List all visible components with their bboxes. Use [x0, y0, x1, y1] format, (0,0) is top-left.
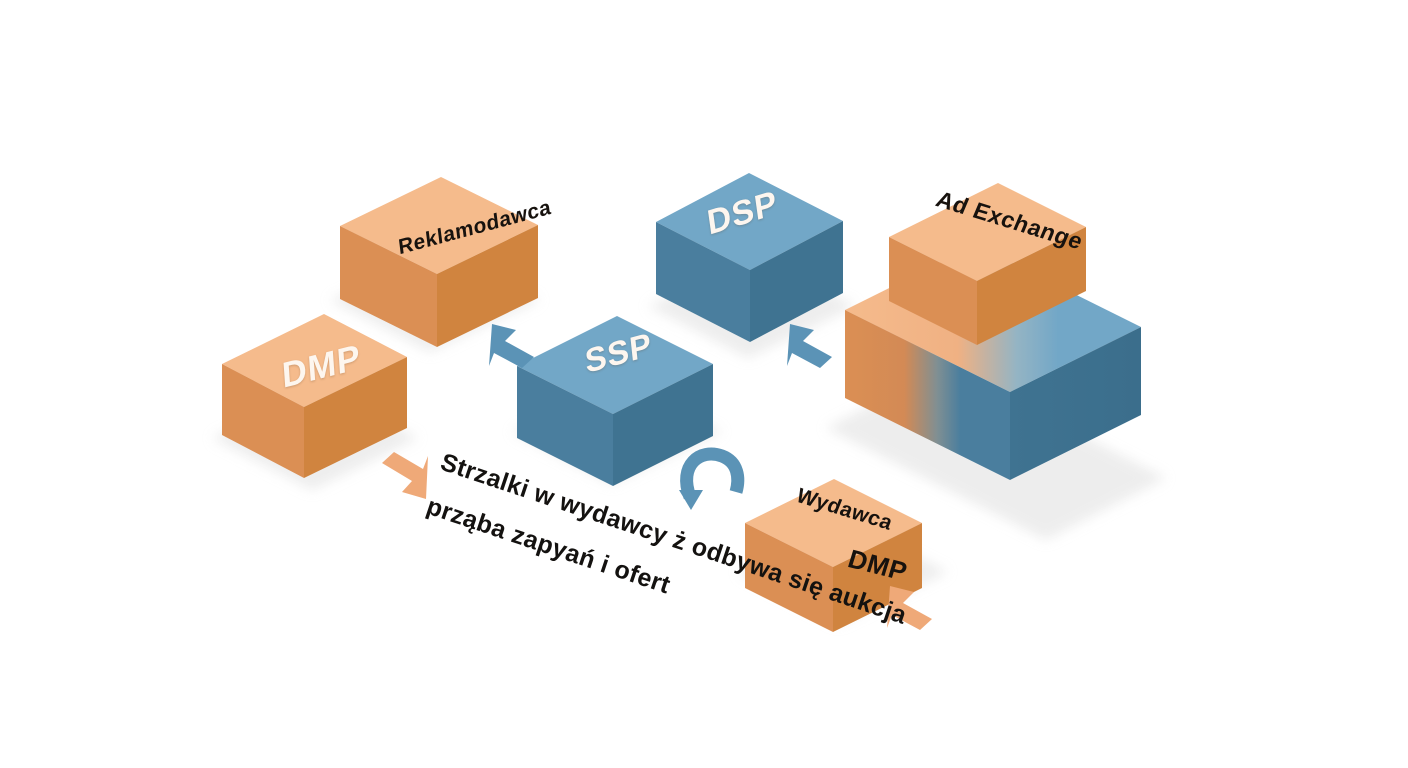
dmp-left-top: [222, 314, 407, 407]
publisher-top: [745, 479, 922, 567]
ssp-front-right: [613, 364, 713, 486]
dmp-left-front-right: [304, 357, 407, 478]
adexchange-front-left: [889, 237, 977, 345]
arrow-publisher-out: [887, 586, 932, 630]
arrow-to-dmp-left: [382, 452, 428, 499]
advertiser-top: [340, 177, 538, 274]
dsp-front-right: [750, 221, 843, 342]
block-dmp-left[interactable]: [222, 314, 407, 478]
block-dsp[interactable]: [656, 173, 843, 342]
adexchange-top: [889, 183, 1086, 281]
adexchange-front-right: [977, 227, 1086, 345]
advertiser-front-left: [340, 226, 437, 347]
merged-front-right: [1010, 327, 1141, 480]
dsp-top: [656, 173, 843, 270]
ssp-top: [517, 316, 713, 414]
arrow-dsp-to-adexchange: [787, 324, 832, 368]
arrow-ssp-return-curved: [679, 447, 745, 510]
merged-front-left: [845, 310, 1010, 480]
block-publisher[interactable]: [745, 479, 922, 632]
block-ssp[interactable]: [517, 316, 713, 486]
dmp-left-front-left: [222, 364, 304, 478]
arrow-advertiser-to-ssp: [489, 324, 534, 368]
publisher-front-left: [745, 523, 833, 632]
ssp-front-left: [517, 366, 613, 486]
advertiser-front-right: [437, 225, 538, 347]
publisher-front-right: [833, 523, 922, 632]
block-adexchange[interactable]: [889, 183, 1086, 345]
block-advertiser[interactable]: [340, 177, 538, 347]
dsp-front-left: [656, 222, 750, 342]
